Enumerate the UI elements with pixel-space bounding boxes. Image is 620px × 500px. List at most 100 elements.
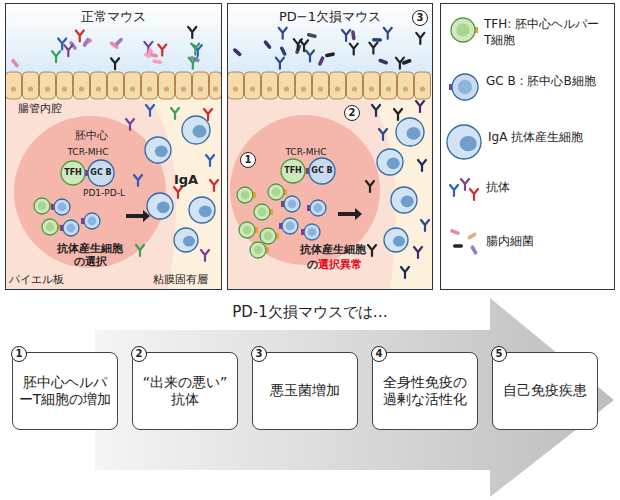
node-text: TFH xyxy=(284,166,302,176)
antibody xyxy=(379,129,387,140)
antibody xyxy=(414,247,422,258)
cell-body xyxy=(174,228,198,252)
epithelial-nucleus xyxy=(403,86,408,91)
callout-number: 5 xyxy=(491,346,507,362)
epithelial-cell xyxy=(74,72,90,99)
cell-nucleus xyxy=(199,205,212,217)
antibody xyxy=(58,38,66,49)
antibody xyxy=(188,27,196,38)
bacterium xyxy=(263,40,272,50)
panel-heading: 正常マウス xyxy=(81,9,146,25)
box-text: 胚中心ヘルパーT細胞の増加 xyxy=(17,374,113,409)
cell-nucleus xyxy=(456,23,469,36)
tissue xyxy=(227,3,433,290)
cell-label: IgA xyxy=(174,172,198,188)
cell-body xyxy=(237,187,253,203)
node-text: GC B xyxy=(311,166,332,176)
epithelial-nucleus xyxy=(369,86,374,91)
epithelial-nucleus xyxy=(213,86,218,91)
bacterium xyxy=(351,30,356,40)
cell-body xyxy=(189,197,215,223)
epithelial-nucleus xyxy=(267,86,272,91)
epithelial-cell xyxy=(228,72,244,99)
antibody xyxy=(210,180,218,191)
node-text: 胚中心 xyxy=(75,129,108,143)
bacterium xyxy=(307,33,318,39)
epithelial-nucleus xyxy=(147,86,152,91)
epithelial-nucleus xyxy=(386,86,391,91)
cell-nucleus xyxy=(308,228,317,237)
cell-body xyxy=(145,137,171,163)
antibody xyxy=(401,267,409,278)
antibody xyxy=(126,119,134,130)
lamina-propria xyxy=(5,98,222,290)
callout-number: 2 xyxy=(131,346,147,362)
cell-body xyxy=(282,218,298,234)
antibody xyxy=(369,43,377,54)
callout-number: 3 xyxy=(412,10,428,26)
epithelial-nucleus xyxy=(130,86,135,91)
cell-body xyxy=(452,74,478,100)
bacterium xyxy=(152,59,163,64)
cell-nucleus xyxy=(243,226,252,235)
cell-nucleus xyxy=(258,208,267,217)
epithelial-cell xyxy=(381,72,397,99)
cell-nucleus xyxy=(58,203,67,212)
germinal-center-fill xyxy=(14,116,166,268)
process-box: 全身性免疫の過剰な活性化 xyxy=(372,352,478,430)
antibody xyxy=(300,40,308,51)
lamina-propria xyxy=(227,98,433,290)
epithelial-nucleus xyxy=(420,86,425,91)
epithelial-nucleus xyxy=(181,86,186,91)
epithelial-nucleus xyxy=(301,86,306,91)
intestinal-lumen xyxy=(5,3,222,75)
antibody xyxy=(111,58,119,69)
cell-body xyxy=(182,116,210,144)
cell-nucleus xyxy=(314,204,323,213)
cell-body xyxy=(309,158,335,184)
bacterium xyxy=(318,56,325,67)
cell-nucleus xyxy=(286,222,295,231)
epithelial-nucleus xyxy=(164,86,169,91)
antibody xyxy=(461,179,469,190)
antibody xyxy=(206,155,214,166)
peyers-patch xyxy=(5,100,176,290)
cell-body xyxy=(447,125,481,159)
callout-number: 2 xyxy=(344,105,360,121)
epithelial-cell xyxy=(313,72,329,99)
node-text: GC B xyxy=(90,168,111,178)
cell-nucleus xyxy=(458,80,472,94)
peyers-patch xyxy=(227,100,396,290)
callout-number: 1 xyxy=(240,152,256,168)
epithelial-nucleus xyxy=(233,86,238,91)
antibody xyxy=(350,44,358,55)
cell-body xyxy=(54,199,70,215)
tfh-cell: TFH xyxy=(280,158,306,184)
cell-nucleus xyxy=(401,195,414,207)
legend-text: GC B : 胚中心B細胞 xyxy=(486,74,608,90)
bacterium xyxy=(453,244,463,248)
cell-nucleus xyxy=(38,202,47,211)
cell-nucleus xyxy=(407,127,421,140)
epithelial-cell xyxy=(296,72,312,99)
antibody xyxy=(146,105,154,116)
bacterium xyxy=(146,48,152,59)
cell-body xyxy=(250,242,266,258)
epithelial-nucleus xyxy=(11,86,16,91)
epithelial-nucleus xyxy=(79,86,84,91)
epithelial-cell xyxy=(347,72,363,99)
bacterium xyxy=(11,58,20,68)
antibody xyxy=(191,44,199,55)
bacterium xyxy=(232,48,242,57)
box-text: 全身性免疫の過剰な活性化 xyxy=(377,374,473,409)
cell-nucleus xyxy=(88,217,97,226)
antibody xyxy=(201,250,209,261)
antibody xyxy=(366,181,374,192)
bacterium xyxy=(450,229,461,236)
cell-body xyxy=(310,200,326,216)
bacterium xyxy=(109,41,119,50)
epithelial-cell xyxy=(364,72,380,99)
molecule-label: PD1-PD-L xyxy=(83,188,125,199)
germinal-center-fill xyxy=(230,115,380,265)
